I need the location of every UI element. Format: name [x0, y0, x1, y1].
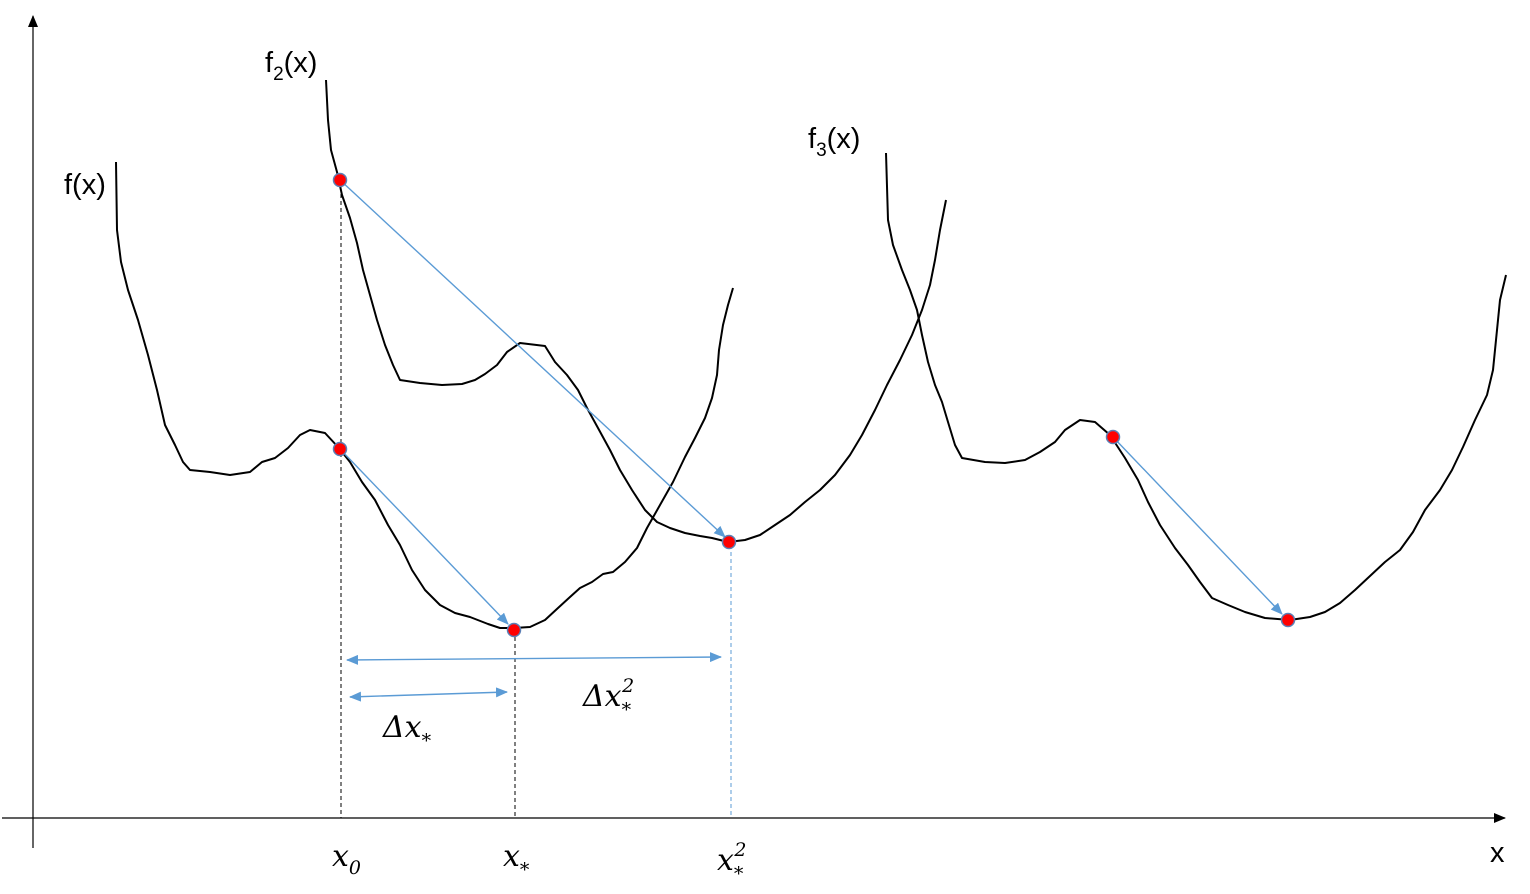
step-arrow-f2	[339, 179, 726, 538]
label-xstar: x*	[503, 839, 530, 881]
label-f: f(x)	[64, 169, 106, 201]
label-delta-x2: Δx*2	[582, 675, 634, 721]
curve-f3	[885, 152, 1507, 621]
step-arrow-f3	[1112, 436, 1283, 615]
point-f2-start	[332, 172, 348, 188]
label-delta-x: Δx*	[382, 710, 432, 752]
label-f3: f3(x)	[808, 123, 860, 161]
delta-x2-arrow	[346, 652, 722, 665]
point-f3-min	[1280, 612, 1296, 628]
point-f-min	[506, 622, 522, 638]
label-x-axis: x	[1490, 837, 1505, 869]
point-f2-end	[721, 534, 737, 550]
curve-f	[115, 161, 734, 629]
point-f-start	[332, 441, 348, 457]
delta-x-arrow	[349, 687, 508, 702]
point-f3-start	[1105, 429, 1121, 445]
label-x0: x0	[332, 839, 361, 879]
curve-f2	[325, 79, 947, 543]
label-f2: f2(x)	[265, 47, 317, 85]
label-xstar2: x*2	[717, 839, 747, 885]
step-arrow-f	[339, 448, 509, 625]
